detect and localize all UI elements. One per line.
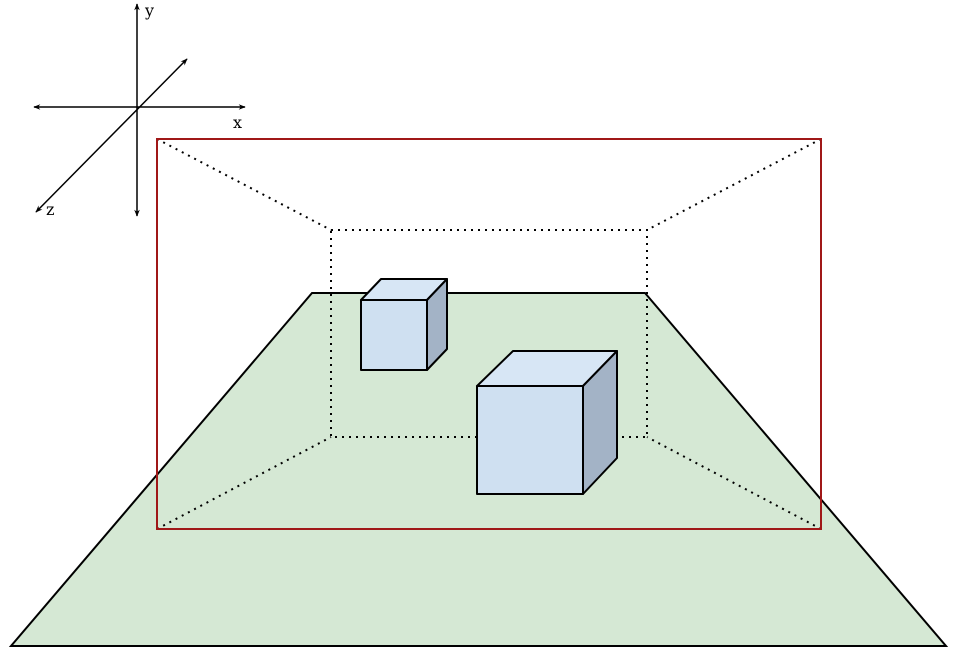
small-cube-front-face [360, 299, 428, 371]
z-axis [35, 58, 188, 213]
large-cube-front-face [476, 385, 584, 495]
small-cube [360, 278, 448, 371]
guide-line-top-right [646, 138, 822, 231]
view-frame [156, 138, 822, 530]
large-cube [476, 350, 618, 495]
coordinate-axes [33, 3, 246, 217]
guide-line-top-left [156, 138, 332, 231]
guide-line-bottom-left [156, 436, 332, 530]
perspective-guide-lines [156, 138, 822, 530]
y-axis-label: y [144, 1, 154, 20]
z-axis-label: z [46, 200, 54, 219]
guide-line-bottom-right [646, 436, 822, 530]
x-axis-label: x [233, 113, 242, 132]
